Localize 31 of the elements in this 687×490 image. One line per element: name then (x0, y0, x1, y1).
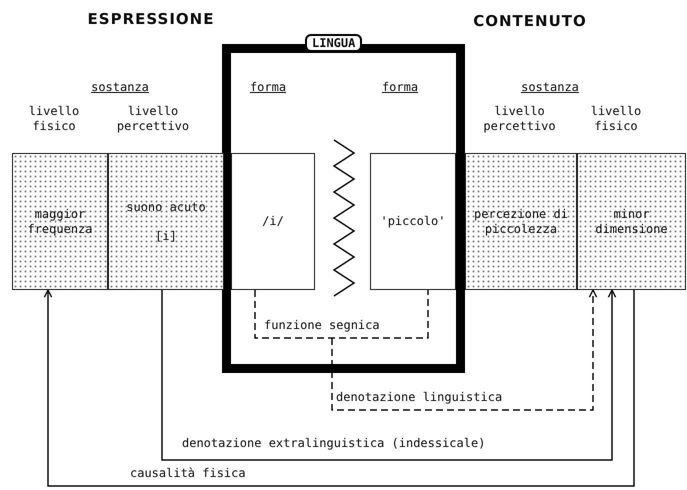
title-tab: LINGUA (305, 34, 362, 52)
cell-text: percezione di piccolezza (473, 206, 569, 236)
dashed-connector (331, 289, 598, 411)
cell-text: [i] (155, 228, 177, 244)
column-heading: livello percettivo (116, 104, 190, 134)
section-heading: CONTENUTO (472, 14, 588, 29)
edge-label: causalità fisica (128, 466, 248, 480)
connector-arrow (161, 289, 616, 461)
form-box (370, 153, 456, 290)
form-box (231, 153, 315, 290)
substance-cell (12, 153, 108, 290)
column-heading: livello fisico (28, 104, 80, 134)
substance-cell (108, 153, 224, 290)
column-heading: forma (380, 80, 420, 95)
substance-cell (465, 153, 577, 290)
edge-label: funzione segnica (262, 318, 382, 332)
column-heading: forma (248, 80, 288, 95)
cell-text: 'piccolo' (380, 214, 446, 229)
column-heading: sostanza (520, 80, 580, 95)
edge-label: denotazione linguistica (334, 390, 504, 404)
substance-cell (577, 153, 686, 290)
column-heading: livello fisico (590, 104, 642, 134)
cell-text: suono acuto (126, 200, 206, 214)
cell-text: minor dimensione (594, 206, 669, 236)
column-heading: livello percettivo (482, 104, 557, 134)
connector-arrow (44, 289, 635, 487)
column-heading: sostanza (90, 80, 150, 95)
dashed-connector (254, 290, 429, 339)
cell-text: maggior frequenza (26, 206, 94, 236)
section-heading: ESPRESSIONE (86, 12, 216, 27)
cell-text: /i/ (262, 214, 284, 229)
